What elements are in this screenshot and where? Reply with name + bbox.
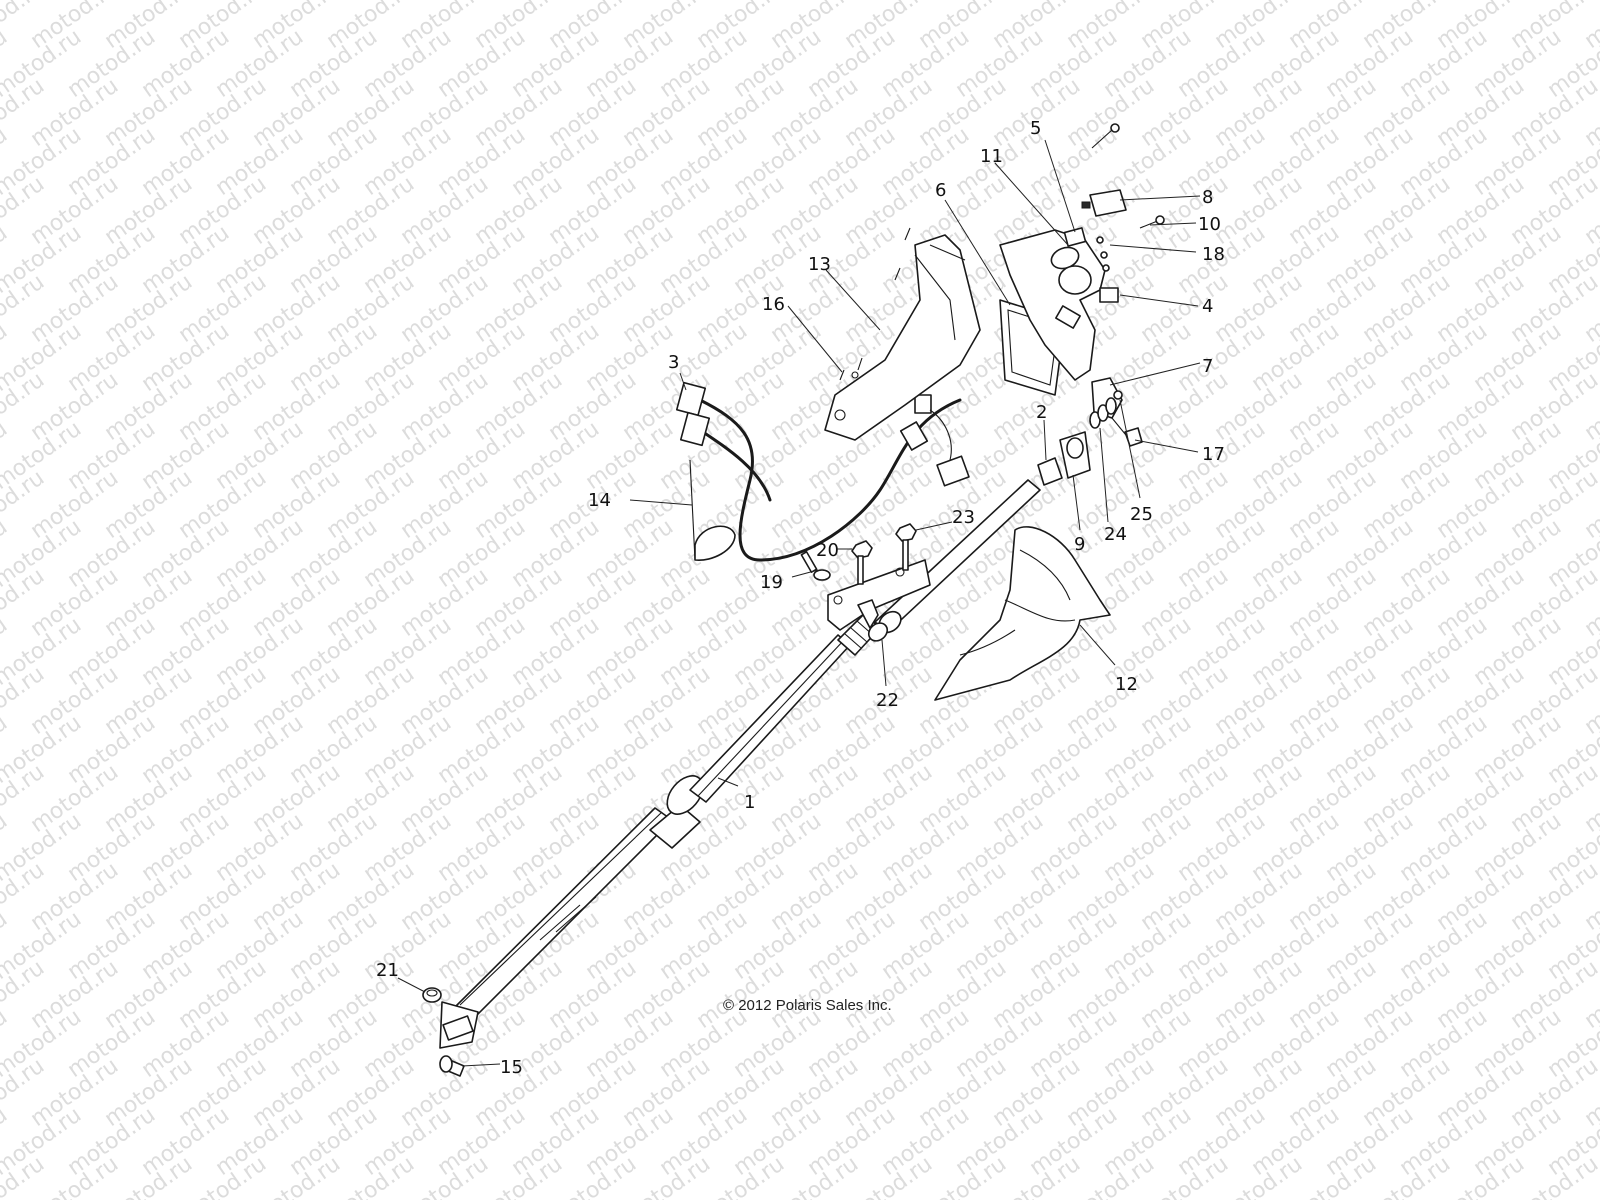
callout-24: 24 xyxy=(1104,524,1127,545)
switch-part-5 xyxy=(1063,227,1087,247)
lower-cover-part-12 xyxy=(934,526,1111,701)
callout-19: 19 xyxy=(760,572,783,593)
wire-harness-part-3 xyxy=(675,381,970,562)
callout-1: 1 xyxy=(744,792,755,813)
nut-part-20 xyxy=(851,540,873,585)
mounting-bracket xyxy=(827,559,931,631)
callout-labels: 1 2 3 4 5 6 7 8 9 10 11 12 13 14 15 16 1… xyxy=(376,118,1225,1078)
callout-18: 18 xyxy=(1202,244,1225,265)
screw-part-18 xyxy=(1096,236,1110,272)
steering-shaft-part-1 xyxy=(439,479,1041,1049)
callout-17: 17 xyxy=(1202,444,1225,465)
callout-13: 13 xyxy=(808,254,831,275)
callout-2: 2 xyxy=(1036,402,1047,423)
callout-21: 21 xyxy=(376,960,399,981)
callout-16: 16 xyxy=(762,294,785,315)
cover-panel-part-13 xyxy=(824,234,981,441)
callout-10: 10 xyxy=(1198,214,1221,235)
callout-5: 5 xyxy=(1030,118,1041,139)
callout-11: 11 xyxy=(980,146,1003,167)
callout-15: 15 xyxy=(500,1057,523,1078)
screw-part-16 xyxy=(839,227,911,381)
bezel-part-9 xyxy=(1059,431,1091,479)
callout-9: 9 xyxy=(1074,534,1085,555)
leader-lines xyxy=(397,139,1201,1067)
copyright-notice: © 2012 Polaris Sales Inc. xyxy=(723,997,892,1014)
washers-part-24 xyxy=(1089,397,1117,429)
nut-part-25 xyxy=(1113,390,1123,400)
tie-strap-part-14 xyxy=(689,459,736,561)
callout-22: 22 xyxy=(876,690,899,711)
callout-7: 7 xyxy=(1202,356,1213,377)
callout-3: 3 xyxy=(668,352,679,373)
callout-4: 4 xyxy=(1202,296,1213,317)
callout-6: 6 xyxy=(935,180,946,201)
callout-14: 14 xyxy=(588,490,611,511)
callout-12: 12 xyxy=(1115,674,1138,695)
screw-top xyxy=(1091,123,1120,149)
callout-8: 8 xyxy=(1202,187,1213,208)
switch-part-4 xyxy=(1099,287,1119,303)
screw-part-10 xyxy=(1139,215,1165,229)
callout-23: 23 xyxy=(952,507,975,528)
bolt-part-21 xyxy=(422,987,442,1003)
switch-part-8 xyxy=(1081,189,1127,217)
nut-part-23 xyxy=(895,523,917,571)
gasket-part-2 xyxy=(1037,457,1063,486)
callout-25: 25 xyxy=(1130,504,1153,525)
bushing-part-22 xyxy=(867,610,902,642)
callout-20: 20 xyxy=(816,540,839,561)
bolt-part-15 xyxy=(439,1055,465,1077)
